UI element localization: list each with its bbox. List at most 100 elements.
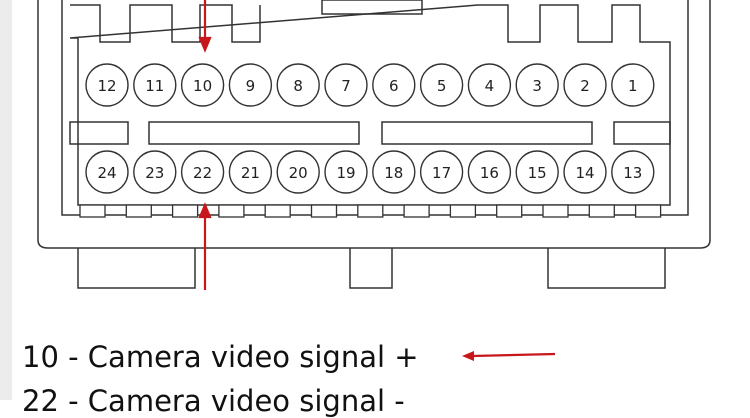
pin-5: 5 <box>419 63 464 107</box>
pin-label: 24 <box>97 164 116 182</box>
pin-circle <box>228 150 273 194</box>
locking-tooth <box>264 204 291 218</box>
pin-label: 11 <box>145 77 164 95</box>
pin-16: 16 <box>467 150 512 194</box>
pin-15: 15 <box>515 150 559 194</box>
pin-circle <box>563 150 607 194</box>
pin-label: 21 <box>241 164 260 182</box>
pin-label: 19 <box>336 164 355 182</box>
connector-foot-center <box>349 248 393 289</box>
pin-circle <box>228 63 273 107</box>
legend-arrow-icon <box>462 351 556 361</box>
locking-tooth <box>218 204 245 218</box>
pin-label: 20 <box>289 164 308 182</box>
locking-tooth <box>125 204 152 218</box>
locking-teeth <box>79 204 662 218</box>
arrow-pin-22-head <box>198 202 212 219</box>
connector-outer-shell <box>37 0 711 249</box>
pin-circle <box>563 63 607 107</box>
pin-circle <box>180 63 225 107</box>
pin-circle <box>467 150 512 194</box>
pin-13: 13 <box>611 150 655 194</box>
left-margin-strip <box>0 0 12 400</box>
pin-circle <box>133 63 177 107</box>
pin-label: 6 <box>389 77 399 95</box>
pin-circle <box>419 63 464 107</box>
pin-4: 4 <box>467 63 512 107</box>
pin-circle <box>85 63 129 107</box>
pin-label: 5 <box>437 77 447 95</box>
pin-circle <box>85 150 129 194</box>
pin-circle <box>515 63 559 107</box>
pin-3: 3 <box>515 63 559 107</box>
pin-label: 12 <box>97 77 116 95</box>
pin-circle <box>372 150 416 194</box>
pin-label: 16 <box>480 164 499 182</box>
pin-circle <box>133 150 177 194</box>
pin-11: 11 <box>133 63 177 107</box>
pin-22: 22 <box>180 150 225 194</box>
locking-tooth <box>171 204 199 218</box>
pin-circle <box>324 150 368 194</box>
pin-circle <box>467 63 512 107</box>
pin-circle <box>276 150 320 194</box>
pin-label: 8 <box>293 77 303 95</box>
pin-24: 24 <box>85 150 129 194</box>
pin-label: 22 <box>193 164 212 182</box>
pin-2: 2 <box>563 63 607 107</box>
locking-tooth <box>496 204 523 218</box>
locking-tooth <box>79 204 106 218</box>
key-bar-left <box>69 121 129 145</box>
pin-1: 1 <box>611 63 655 107</box>
pin-17: 17 <box>419 150 464 194</box>
pin-8: 8 <box>276 63 320 107</box>
pin-18: 18 <box>372 150 416 194</box>
pin-circle <box>419 150 464 194</box>
pin-circle <box>515 150 559 194</box>
pin-circle <box>324 63 368 107</box>
pin-10: 10 <box>180 63 225 107</box>
pin-14: 14 <box>563 150 607 194</box>
pin-circle <box>611 150 655 194</box>
pin-circle <box>276 63 320 107</box>
pin-label: 10 <box>193 77 212 95</box>
locking-tooth <box>449 204 477 218</box>
legend-pin-22: 22 - Camera video signal - <box>22 384 405 418</box>
locking-tooth <box>310 204 338 218</box>
locking-tooth <box>357 204 384 218</box>
locking-tooth <box>403 204 430 218</box>
pin-label: 13 <box>623 164 642 182</box>
pin-20: 20 <box>276 150 320 194</box>
pin-label: 23 <box>145 164 164 182</box>
pin-label: 9 <box>246 77 256 95</box>
key-bar-center-left <box>148 121 360 145</box>
pin-label: 1 <box>628 77 638 95</box>
pin-label: 2 <box>580 77 590 95</box>
locking-tooth <box>588 204 615 218</box>
arrow-pin-10-head <box>198 36 212 53</box>
pin-21: 21 <box>228 150 273 194</box>
pin-6: 6 <box>372 63 416 107</box>
pin-label: 15 <box>528 164 547 182</box>
legend-pin-10: 10 - Camera video signal + <box>22 340 419 374</box>
pin-label: 7 <box>341 77 351 95</box>
pin-circle <box>611 63 655 107</box>
pin-label: 18 <box>384 164 403 182</box>
pin-label: 4 <box>485 77 495 95</box>
connector-inner-wall <box>69 4 671 206</box>
pin-7: 7 <box>324 63 368 107</box>
pin-23: 23 <box>133 150 177 194</box>
pin-label: 3 <box>532 77 542 95</box>
pin-9: 9 <box>228 63 273 107</box>
housing-latch <box>321 0 423 15</box>
pin-label: 14 <box>575 164 594 182</box>
pin-circle <box>372 63 416 107</box>
locking-tooth <box>634 204 662 218</box>
pin-label: 17 <box>432 164 451 182</box>
pin-12: 12 <box>85 63 129 107</box>
pin-19: 19 <box>324 150 368 194</box>
key-bar-right <box>613 121 671 145</box>
connector-foot-left <box>77 248 196 289</box>
